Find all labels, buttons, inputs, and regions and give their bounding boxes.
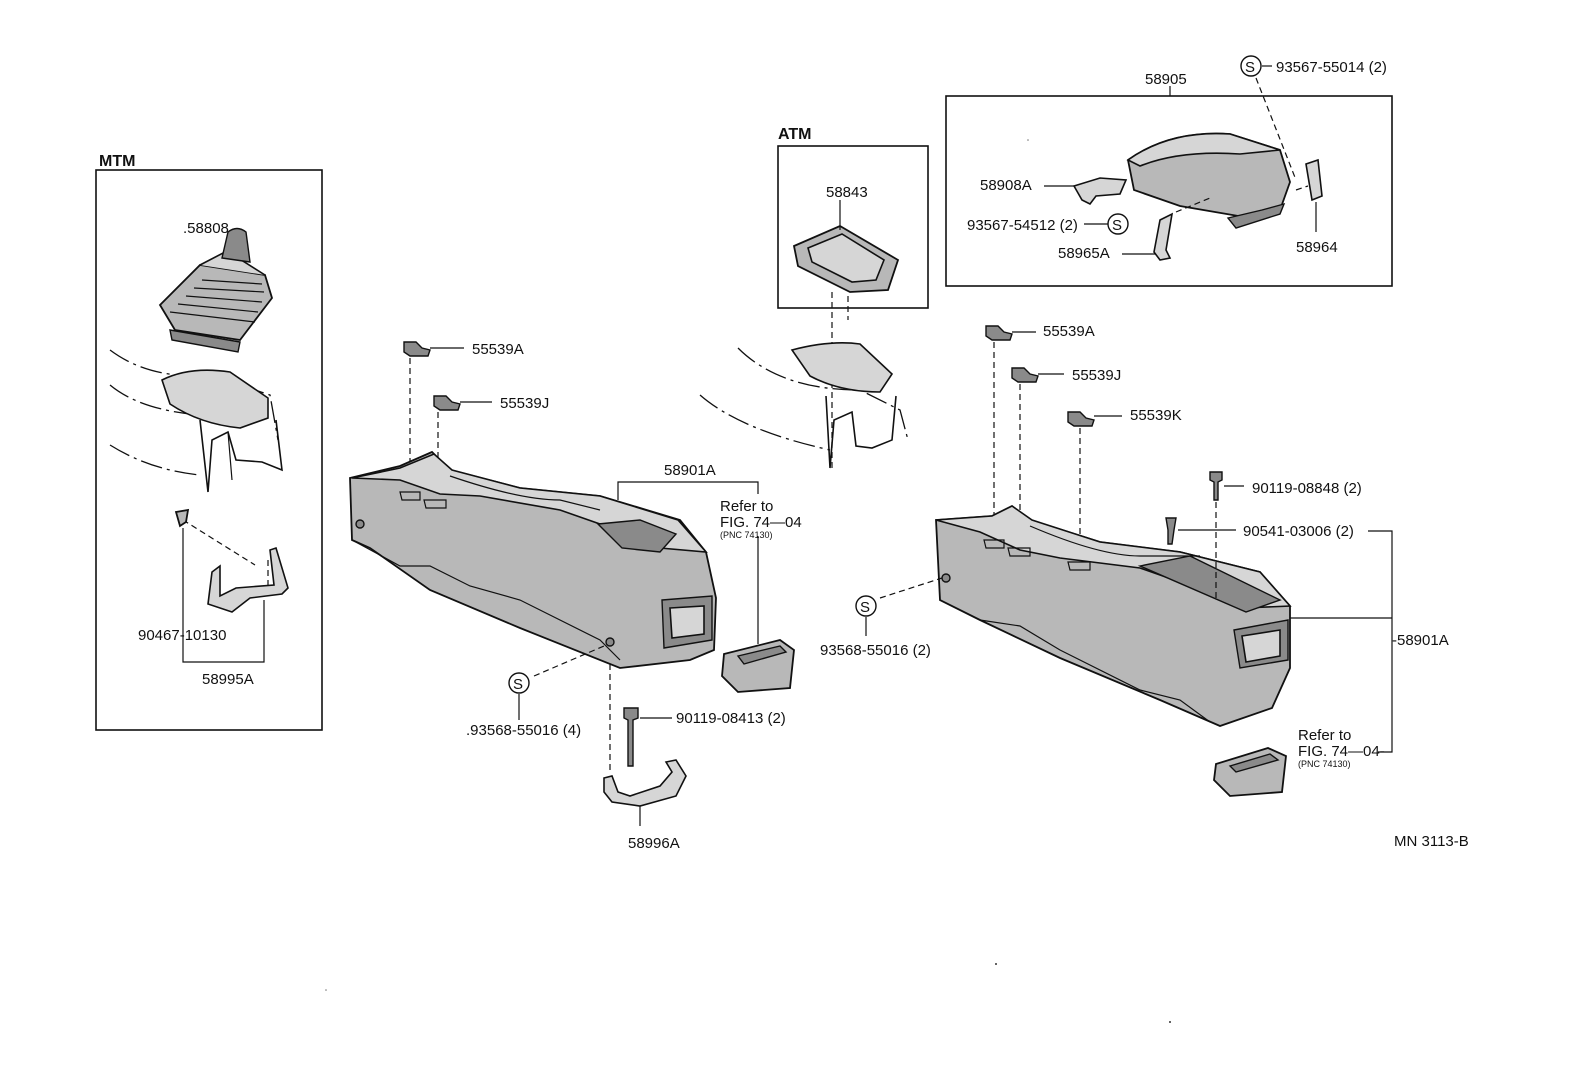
screw-90541-03006 [1165,517,1177,545]
s-symbol-55014-text: S [1245,59,1255,76]
label-90119-08413: 90119-08413 (2) [676,710,786,727]
label-93567-55014: 93567-55014 (2) [1276,59,1387,76]
console-58901A-right [935,504,1292,727]
mtm-group: MTM .58808 90467-10130 58995A [95,153,323,731]
latch-58964 [1305,158,1323,202]
s-symbol-left-text: S [513,676,523,693]
label-58965A: 58965A [1058,245,1110,262]
hinge-58908A [1072,177,1128,206]
ref-right-line2: FIG. 74—04- [1298,743,1385,760]
mtm-frame [95,169,323,731]
scan-specks [325,139,1171,1023]
ref-left-line1: Refer to [720,498,773,515]
ref-left-line3: (PNC 74130) [720,530,773,540]
left-console-group: 55539A 55539J 58901A Refer to FIG. 74—04… [349,341,802,852]
bracket-58996A [603,759,687,807]
armrest-group: 58905 58908A S 93567-54512 (2) 58965A 58… [945,55,1393,287]
clip-55539J-left [433,395,461,411]
shift-boot-part [158,227,273,353]
s-symbol-icon-right [855,595,877,617]
label-58995A: 58995A [202,671,254,688]
clip-55539J-right [1011,367,1039,383]
s-symbol-right-text: S [860,599,870,616]
label-58908A: 58908A [980,177,1032,194]
label-90541-03006: 90541-03006 (2) [1243,523,1354,540]
label-93567-54512: 93567-54512 (2) [967,217,1078,234]
label-58901A-right: -58901A [1392,632,1449,649]
s-symbol-icon-55014 [1240,55,1262,77]
label-55539J-right: 55539J [1072,367,1121,384]
armrest-frame [945,95,1393,287]
console-58901A-left [349,450,717,669]
label-58843: 58843 [826,184,868,201]
bolt-90119-08848 [1209,471,1223,501]
label-55539J-left: 55539J [500,395,549,412]
mtm-title: MTM [99,153,135,170]
clip-55539K [1067,411,1095,427]
stay-58965A [1153,212,1174,261]
atm-title: ATM [778,126,811,143]
label-90467-10130: 90467-10130 [138,627,226,644]
s-symbol-54512-text: S [1112,217,1122,234]
ref-right-line1: Refer to [1298,727,1351,744]
label-58808: .58808 [183,220,229,237]
label-58901A-left: 58901A [664,462,716,479]
label-93568-right: 93568-55016 (2) [820,642,931,659]
label-55539A-right: 55539A [1043,323,1095,340]
label-58905: 58905 [1145,71,1187,88]
clip-55539A-left [403,341,431,357]
label-58964: 58964 [1296,239,1338,256]
insert-left [721,639,795,693]
insert-right [1213,747,1287,797]
label-93568-left: .93568-55016 (4) [466,722,581,739]
s-symbol-icon-54512 [1107,213,1129,235]
label-58996A: 58996A [628,835,680,852]
ref-left-line2: FIG. 74—04 [720,514,802,531]
label-55539K: 55539K [1130,407,1182,424]
clip-55539A-right [985,325,1013,341]
atm-frame [777,145,929,309]
right-console-group: 55539A 55539J 55539K 90119-08848 (2) [820,323,1449,797]
label-55539A-left: 55539A [472,341,524,358]
atm-group: ATM 58843 [699,126,929,470]
ref-right-line3: (PNC 74130) [1298,759,1351,769]
catalog-code: MN 3113-B [1394,833,1469,850]
label-90119-08848: 90119-08848 (2) [1252,480,1362,497]
s-symbol-icon-left [508,672,530,694]
bolt-90119-08413 [623,707,639,767]
